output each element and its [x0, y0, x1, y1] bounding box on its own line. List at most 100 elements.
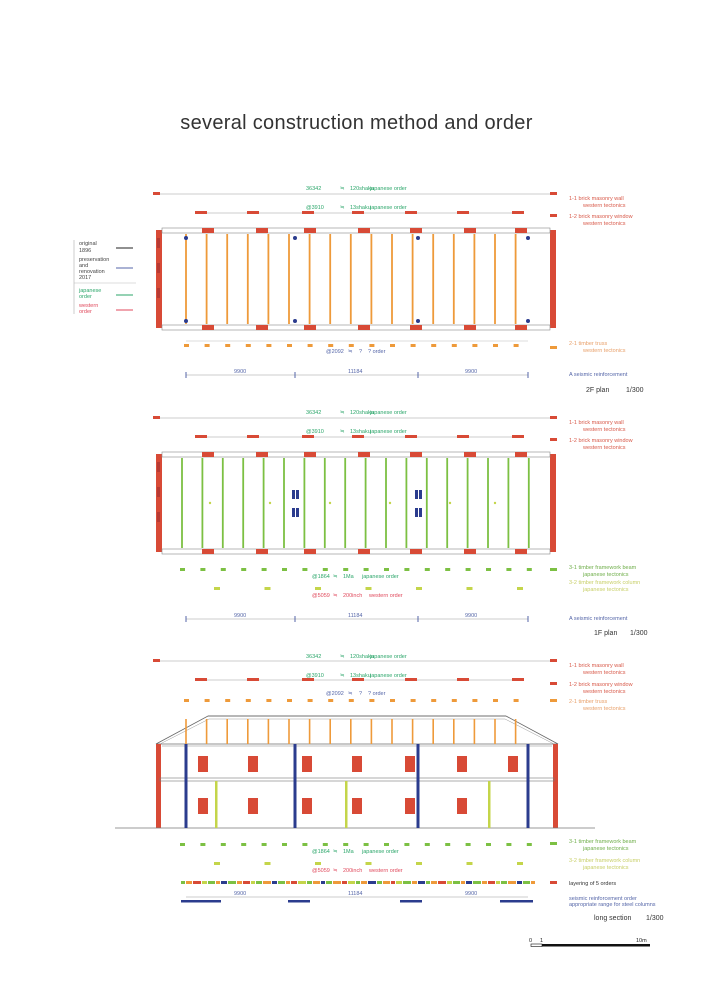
beam-mark	[486, 568, 491, 571]
wall-pier	[202, 228, 214, 233]
at3910-2f: @3910	[306, 205, 324, 211]
window-lower	[457, 798, 467, 814]
legend: original 1896 preservation and renovatio…	[73, 240, 136, 315]
layer-segment	[368, 881, 376, 884]
window-mark	[512, 211, 524, 214]
beam-mark-section	[486, 843, 491, 846]
label-window-2f: 1-2 brick masonry window	[569, 214, 633, 220]
shaku13-sec: 13shaku	[350, 673, 371, 679]
window-mark	[457, 678, 469, 681]
steel-column	[526, 236, 530, 240]
wall-pier	[256, 549, 268, 554]
timber-column	[448, 501, 452, 505]
layer-segment	[202, 881, 207, 884]
truss-mark-section	[287, 699, 292, 702]
truss-mark-section	[451, 699, 457, 702]
layer-segment	[181, 881, 185, 884]
legend-preservation-1: preservation	[79, 257, 109, 263]
end-wall-opening	[157, 512, 160, 522]
label-col-tect-1f: japanese tectonics	[582, 587, 629, 593]
column-mark-section	[315, 862, 321, 865]
window-mark	[247, 211, 259, 214]
timber-column	[208, 501, 212, 505]
beam-mark	[282, 568, 287, 571]
scalebar-ten: 10m	[636, 938, 647, 944]
japanese-order-2f-a: japanese order	[369, 186, 407, 192]
beam-mark-section	[363, 843, 369, 846]
label-truss-tect-2f: western tectonics	[582, 348, 626, 354]
steel-column-section	[526, 744, 530, 828]
legend-preservation-3: renovation	[79, 269, 105, 275]
wall-pier	[358, 452, 370, 457]
window-lower	[352, 798, 362, 814]
beam-mark-section	[445, 843, 451, 846]
approx-sec-b: ≒	[340, 673, 345, 679]
label-wall-tect-sec: western tectonics	[582, 670, 626, 676]
truss-mark-section	[431, 699, 437, 702]
shaku120-sec: 120shaku	[350, 654, 374, 660]
dim-9900-1f-a: 9900	[234, 613, 246, 619]
japanese-order-sec-b: japanese order	[369, 673, 407, 679]
steel-column	[416, 319, 420, 323]
beam-mark-section	[343, 843, 349, 846]
beam-mark	[526, 568, 532, 571]
plan-2f: 36342 ≒ 120shaku japanese order @3910 ≒ …	[153, 186, 644, 394]
column-mark-section	[365, 862, 372, 865]
column-mark	[466, 587, 473, 590]
wall-pier	[515, 325, 527, 330]
window-mark	[457, 211, 469, 214]
beam-mark-section	[261, 843, 267, 846]
truss-mark	[328, 344, 334, 347]
beam-mark-section	[424, 843, 430, 846]
legend-western-2: order	[79, 309, 92, 315]
layer-segment	[228, 881, 236, 884]
layer-segment	[447, 881, 452, 884]
column-mark-section	[214, 862, 220, 865]
japanese-order-1f-c: japanese order	[361, 574, 399, 580]
beam-mark	[384, 568, 389, 571]
timber-column	[268, 501, 272, 505]
window-mark	[195, 211, 207, 214]
dim-total-1f: 36342	[306, 410, 321, 416]
layer-segment	[418, 881, 425, 884]
layer-segment	[501, 881, 507, 884]
truss-mark	[410, 344, 416, 347]
wall-band	[161, 548, 551, 555]
wall-pier	[202, 452, 214, 457]
approx-sec-c: ≒	[348, 691, 353, 697]
truss-mark-section	[245, 699, 251, 702]
at3910-sec: @3910	[306, 673, 324, 679]
dim-11184-sec: 11184	[348, 891, 362, 897]
truss-mark	[245, 344, 251, 347]
dim-9900-2f-a: 9900	[234, 369, 246, 375]
layer-segment	[508, 881, 516, 884]
column-mark-section	[264, 862, 271, 865]
label-col-sec: 3-2 timber framework column	[569, 858, 640, 864]
column-mark-section	[466, 862, 473, 865]
japanese-order-sec-c: japanese order	[361, 849, 399, 855]
window-mark	[247, 678, 259, 681]
layer-segment	[291, 881, 297, 884]
steel-column	[293, 236, 297, 240]
layer-segment	[278, 881, 285, 884]
wall-pier	[464, 549, 476, 554]
wall-pier	[410, 228, 422, 233]
label-wall-1f: 1-1 brick masonry wall	[569, 420, 624, 426]
inch200-1f: 200inch	[343, 593, 362, 599]
beam-mark-section	[506, 843, 512, 846]
steel-column	[293, 319, 297, 323]
truss-mark	[266, 344, 272, 347]
truss-mark-section	[328, 699, 334, 702]
layer-segment	[438, 881, 446, 884]
japanese-order-2f-b: japanese order	[369, 205, 407, 211]
layer-segment	[426, 881, 430, 884]
layer-segment	[313, 881, 320, 884]
approx-1f-c: ≒	[333, 574, 338, 580]
end-wall-opening	[157, 263, 160, 273]
label-layering: layering of 5 orders	[569, 881, 616, 887]
western-order-sec: western order	[368, 868, 403, 874]
window-upper	[352, 756, 362, 772]
truss-mark-section	[266, 699, 272, 702]
wall-pier	[515, 228, 527, 233]
shaku13-2f: 13shaku	[350, 205, 371, 211]
